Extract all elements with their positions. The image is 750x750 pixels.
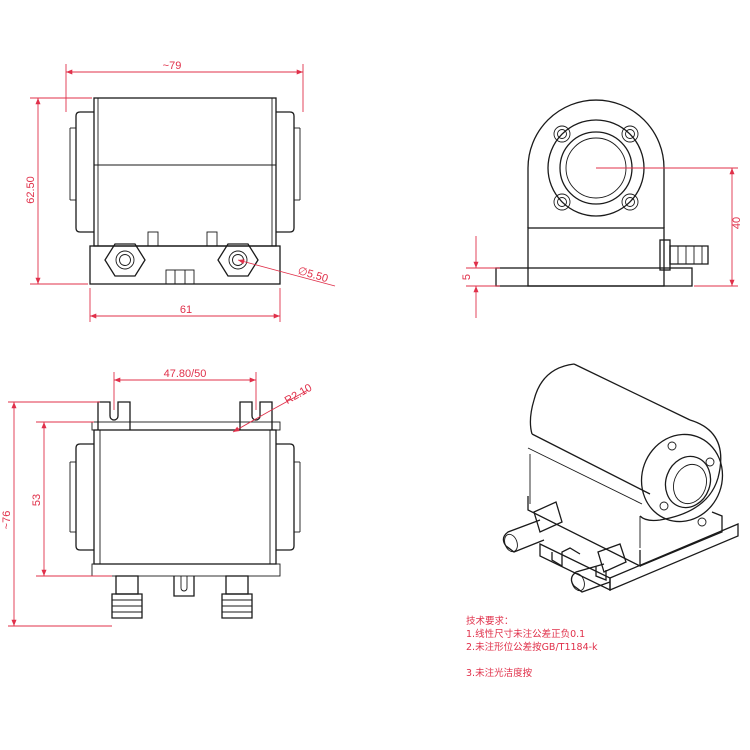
dim-top-body: 53: [31, 494, 43, 506]
front-right-cap: [276, 111, 295, 233]
front-left-cap: [75, 111, 94, 233]
right-port-hex: [217, 243, 259, 277]
side-dimensions: [466, 167, 738, 318]
iso-barb-upper: [502, 501, 563, 553]
side-base: [495, 267, 693, 287]
front-view: [69, 97, 301, 285]
iso-barb-lower: [570, 543, 627, 593]
dim-front-base: 61: [180, 304, 192, 316]
dim-side-base: 5: [461, 274, 473, 280]
technical-notes: 技术要求： 1.线性尺寸未注公差正负0.1 2.未注形位公差按GB/T1184-…: [466, 615, 598, 680]
dim-front-width: ~79: [163, 60, 182, 72]
iso-flange: [640, 433, 724, 523]
top-tab-left: [97, 401, 131, 430]
notes-line-2: 2.未注形位公差按GB/T1184-k: [466, 642, 598, 653]
top-dimensions: [8, 372, 309, 627]
dim-radius: R2.10: [283, 382, 314, 407]
dim-port-diameter: ∅5.50: [296, 265, 329, 285]
side-body-arch: [527, 99, 665, 228]
dim-front-height: 62.50: [25, 176, 37, 204]
left-port-hex: [104, 243, 146, 277]
top-body: [93, 429, 277, 565]
side-view: [495, 99, 709, 287]
dim-side-height: 40: [731, 217, 743, 229]
iso-cylinder-back: [529, 363, 575, 435]
top-tab-right: [239, 401, 273, 430]
notes-line-1: 1.线性尺寸未注公差正负0.1: [466, 629, 586, 640]
notes-title: 技术要求：: [466, 616, 514, 627]
iso-view: [502, 363, 739, 593]
top-barb-right: [221, 575, 253, 619]
front-body: [93, 97, 277, 247]
notes-line-3: 3.未注光洁度按: [466, 668, 533, 679]
dim-top-length: ~76: [1, 511, 13, 530]
dim-slot-spacing: 47.80/50: [164, 368, 207, 380]
front-dimensions: [30, 64, 336, 322]
top-barb-left: [111, 575, 143, 619]
top-view: [69, 401, 301, 619]
side-lower-body: [527, 227, 665, 287]
